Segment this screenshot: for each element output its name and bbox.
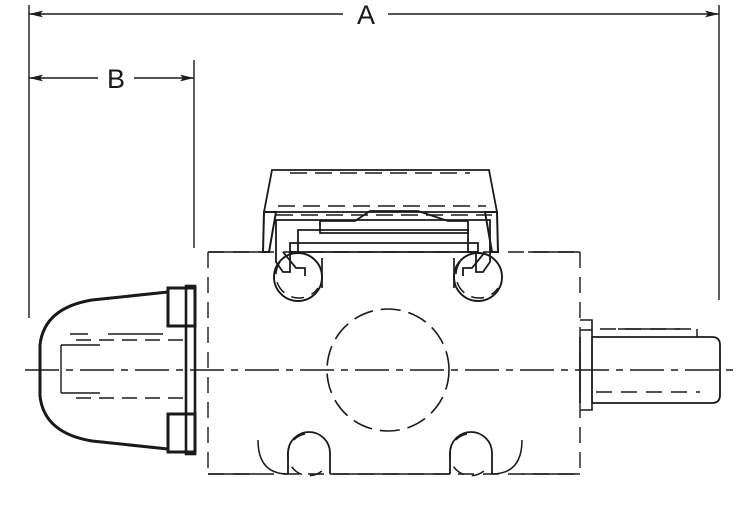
raised-boss-profile (319, 210, 469, 234)
gasket-right (462, 251, 486, 276)
shaft-keyway (596, 328, 700, 393)
boss-lr-outer (449, 431, 493, 474)
end-cap-profile (38, 290, 169, 451)
end-cap-bore-visible (60, 333, 163, 394)
mounting-tab-lower (166, 412, 197, 454)
left-end-cap (38, 290, 169, 451)
gasket-flange-faces (282, 251, 486, 276)
boss-ul-hidden-arc (275, 261, 319, 299)
cover-inner-hidden-lines (276, 172, 492, 216)
flange-plate-inner (168, 325, 186, 415)
dimension-label-B: B (107, 64, 125, 94)
fillet-lower-left (257, 439, 289, 475)
cover-neck-profile (261, 211, 500, 253)
bolt-boss-lower-right (449, 431, 493, 477)
neck-left-outer (261, 211, 278, 253)
neck-right-outer (483, 211, 500, 253)
inner-cavity-detail (275, 219, 491, 273)
end-cap-bore-hidden (76, 339, 188, 399)
bolt-boss-upper-left (273, 252, 323, 302)
housing-right-step (580, 319, 593, 330)
inner-plate-profile (289, 242, 479, 253)
extension-lines (28, 5, 720, 318)
shaft-keyway-visible (618, 328, 698, 337)
flange-plate-body (184, 284, 197, 456)
boss-ll-outer (287, 431, 331, 474)
dimension-label-A: A (357, 0, 375, 30)
internal-gear-circle (326, 308, 450, 432)
housing-lower-fillets (257, 439, 523, 475)
bolt-boss-lower-left (287, 431, 331, 477)
boss-side-walls (321, 258, 455, 288)
shoulder-step-top (580, 329, 593, 337)
boss-ul-outer (273, 252, 323, 302)
cover-raised-boss (319, 210, 469, 234)
cover-inner-plate (289, 242, 479, 253)
gasket-left (282, 251, 306, 276)
output-shaft (579, 336, 721, 404)
fillet-lower-right (491, 439, 523, 475)
flange-plate (184, 284, 197, 456)
mounting-tab-upper (166, 286, 197, 328)
cavity-outline (275, 219, 491, 273)
right-step-profile (580, 319, 593, 330)
shaft-outer-profile (592, 336, 721, 404)
gear-pitch-circle (326, 308, 450, 432)
boss-ur-hidden-arc (455, 261, 499, 299)
shoulder-step-bottom (580, 403, 593, 411)
boss-lr-hidden-circle (449, 433, 488, 477)
boss-ll-hidden-circle (287, 433, 326, 477)
main-housing-body (207, 251, 581, 475)
